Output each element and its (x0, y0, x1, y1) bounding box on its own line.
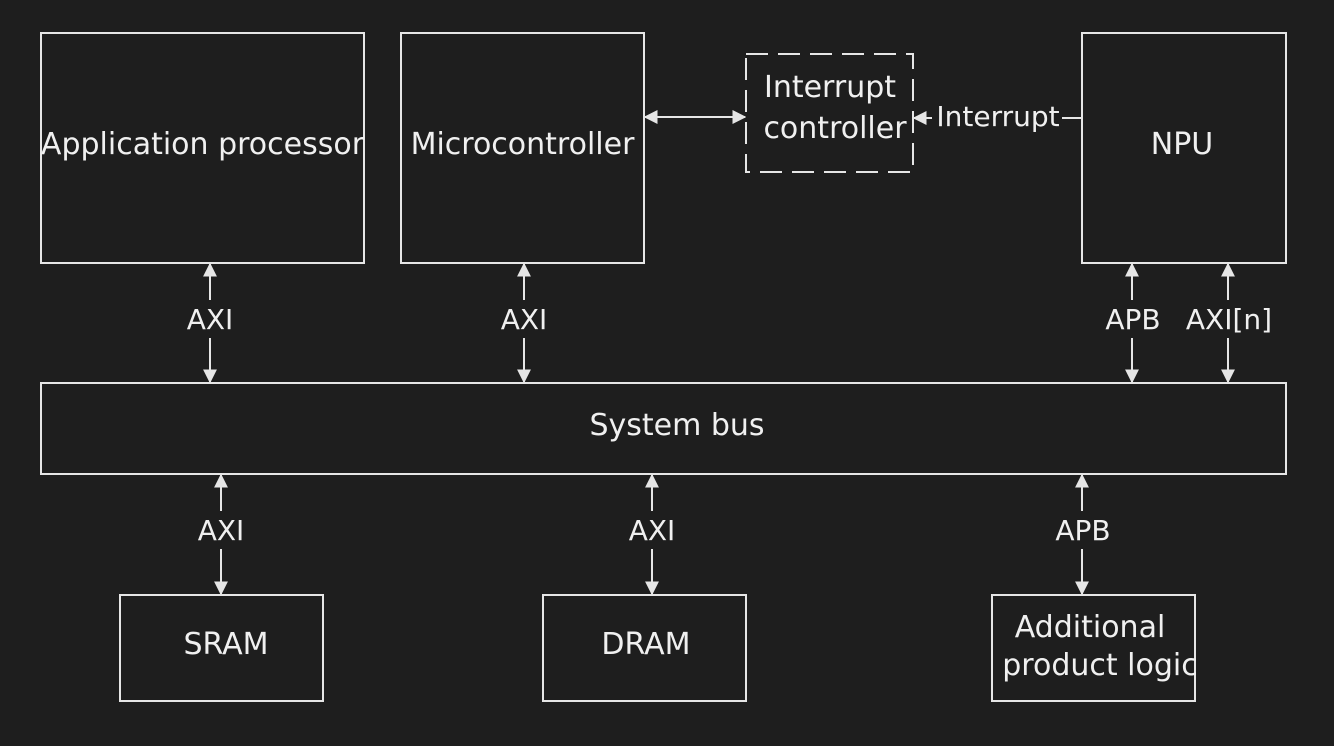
npu-apb-label: APB (1105, 303, 1160, 336)
dram-label: DRAM (601, 627, 690, 662)
node-dram: DRAM (542, 594, 747, 702)
dram-axi-label: AXI (629, 514, 676, 547)
microcontroller-label: Microcontroller (411, 127, 636, 162)
mcu-axi-label: AXI (501, 303, 548, 336)
edge-labels: AXI AXI APB AXI[n] AXI AXI APB Interrupt (184, 98, 1274, 549)
sram-label: SRAM (183, 627, 268, 662)
node-system-bus: System bus (40, 382, 1287, 475)
node-microcontroller: Microcontroller (400, 32, 645, 264)
interrupt-controller-label-line1: Interrupt (764, 70, 896, 105)
interrupt-controller-label-line2: controller (763, 111, 907, 146)
npu-label: NPU (1151, 127, 1214, 162)
additional-product-logic-label-line2: product logic (1002, 648, 1197, 683)
node-npu: NPU (1081, 32, 1287, 264)
node-interrupt-controller: Interrupt controller (745, 53, 914, 173)
sram-axi-label: AXI (198, 514, 245, 547)
additional-product-logic-label-line1: Additional (1015, 610, 1166, 645)
additional-apb-label: APB (1055, 514, 1110, 547)
npu-axi-n-label: AXI[n] (1186, 303, 1272, 336)
node-sram: SRAM (119, 594, 324, 702)
node-application-processor: Application processor (40, 32, 365, 264)
interrupt-edge-label: Interrupt (936, 100, 1059, 133)
system-bus-label: System bus (589, 408, 764, 443)
app-axi-label: AXI (187, 303, 234, 336)
node-additional-product-logic: Additional product logic (991, 594, 1198, 702)
application-processor-label: Application processor (41, 127, 365, 162)
